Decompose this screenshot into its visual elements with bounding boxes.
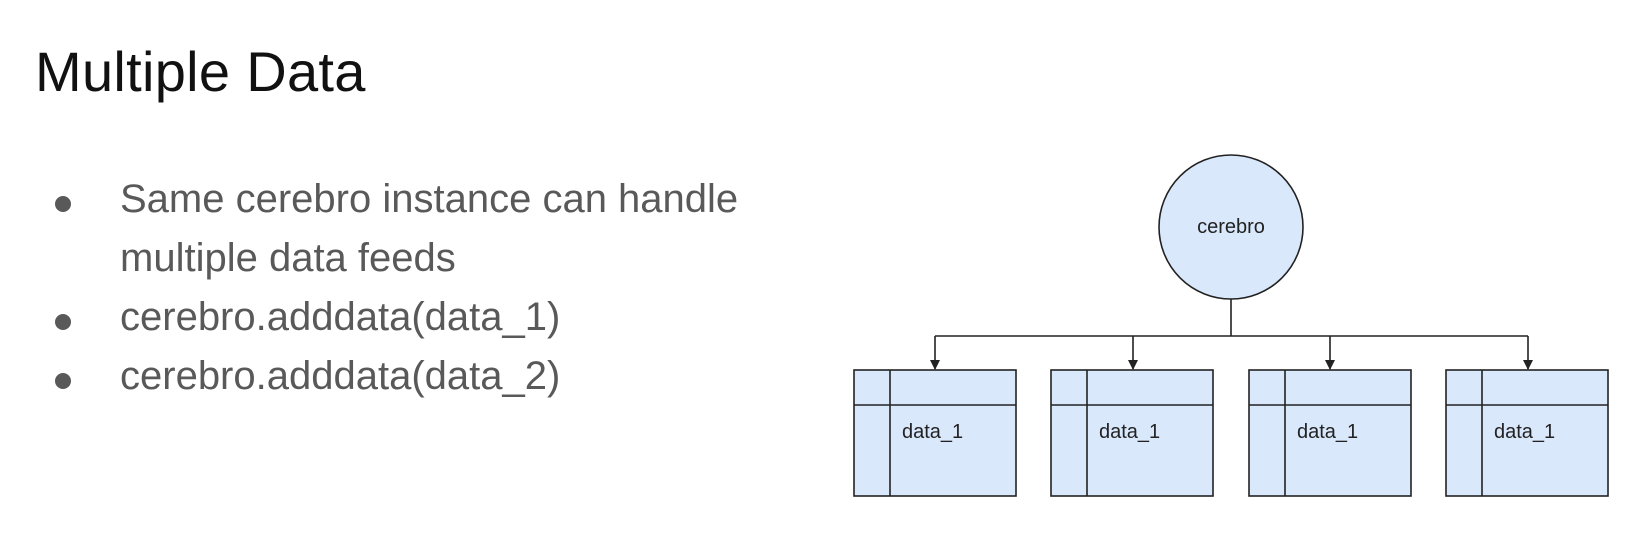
data-node-box — [853, 369, 1017, 497]
bullet-item: Same cerebro instance can handle multipl… — [50, 170, 810, 288]
data-node-box — [1445, 369, 1609, 497]
data-node: data_1 — [853, 369, 1017, 497]
data-node: data_1 — [1050, 369, 1214, 497]
bullet-dot-icon — [55, 196, 71, 212]
connector-lines — [930, 299, 1533, 370]
data-node: data_1 — [1445, 369, 1609, 497]
bullet-text: cerebro.adddata(data_2) — [120, 354, 561, 398]
bullet-dot-icon — [55, 314, 71, 330]
bullet-dot-icon — [55, 373, 71, 389]
bullet-item: cerebro.adddata(data_2) — [50, 347, 810, 406]
bullet-item: cerebro.adddata(data_1) — [50, 288, 810, 347]
data-node-label: data_1 — [1297, 421, 1358, 443]
bullet-list: Same cerebro instance can handle multipl… — [50, 170, 810, 406]
bullet-text: cerebro.adddata(data_1) — [120, 295, 561, 339]
data-node: data_1 — [1248, 369, 1412, 497]
data-node-label: data_1 — [902, 421, 963, 443]
cerebro-node-label: cerebro — [1197, 216, 1265, 238]
data-node-box — [1050, 369, 1214, 497]
slide-title: Multiple Data — [35, 40, 366, 103]
data-node-box — [1248, 369, 1412, 497]
data-node-label: data_1 — [1494, 421, 1555, 443]
data-node-label: data_1 — [1099, 421, 1160, 443]
bullet-text: Same cerebro instance can handle multipl… — [120, 177, 739, 280]
